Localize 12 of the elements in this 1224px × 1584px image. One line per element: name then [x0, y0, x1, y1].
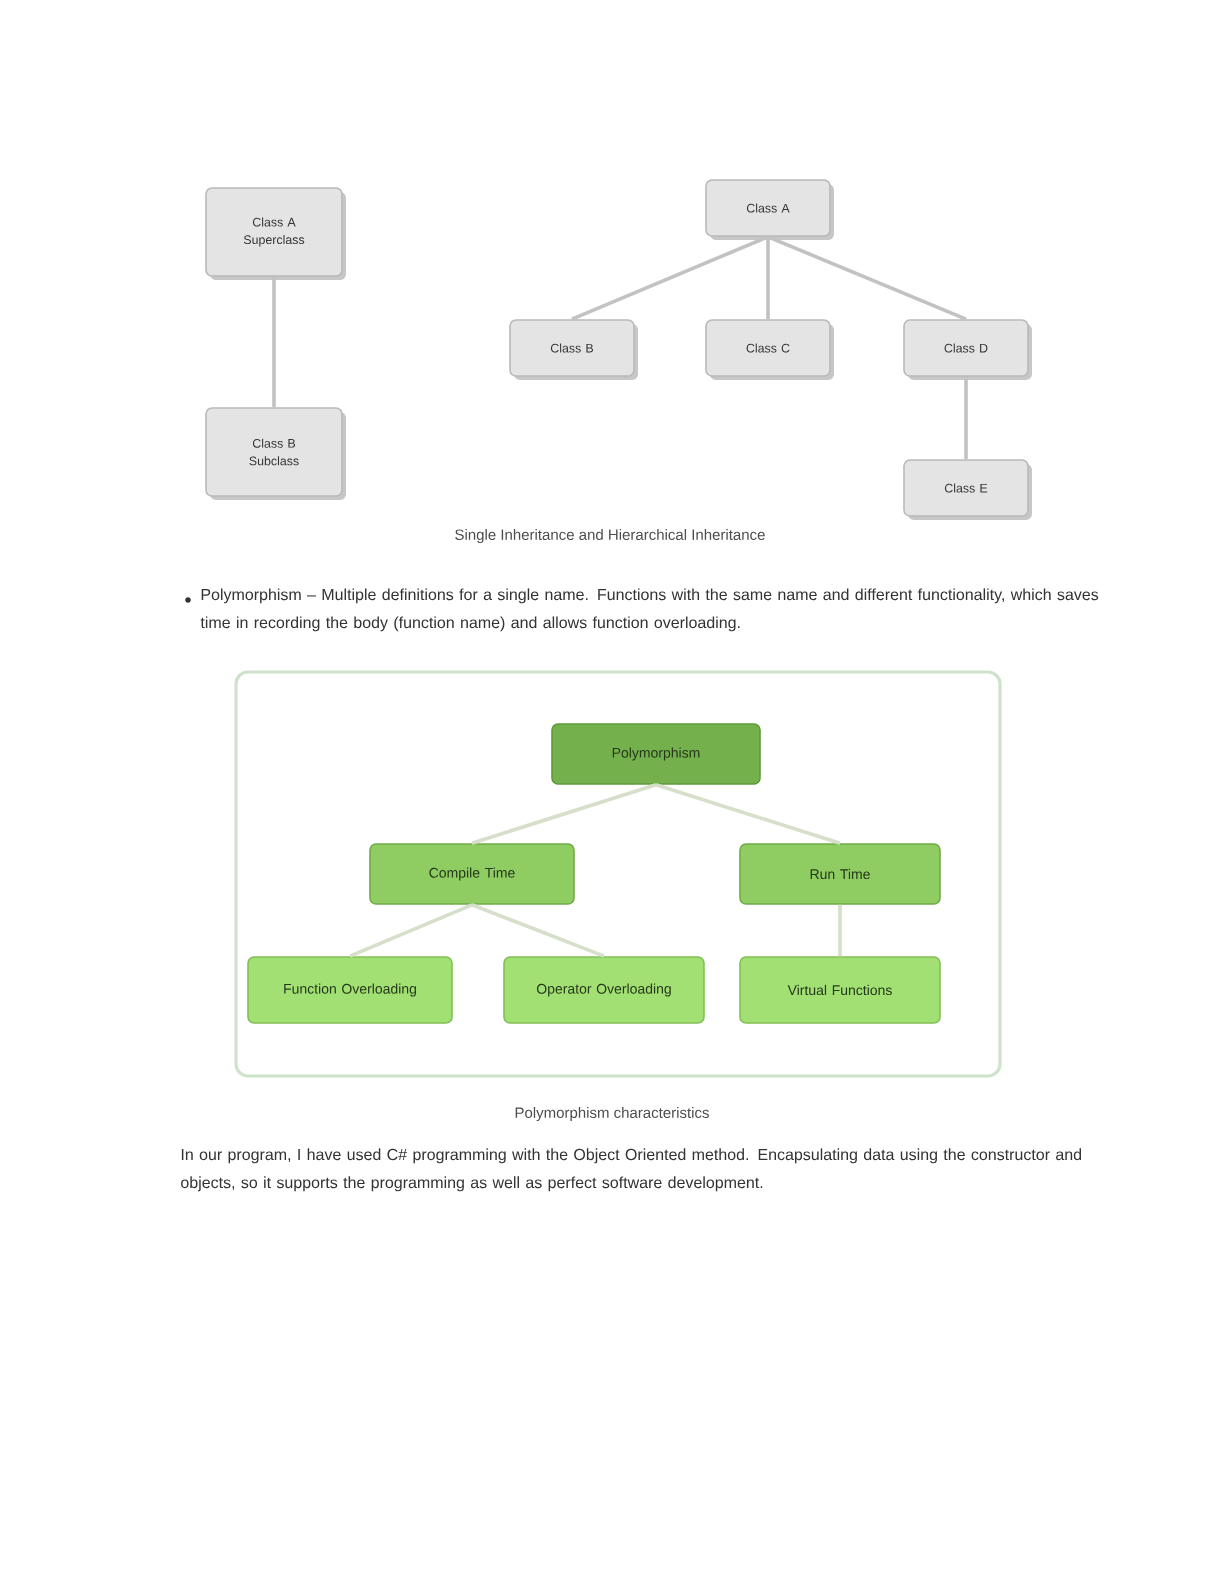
connector-line [767, 235, 967, 321]
connector-line [471, 783, 657, 845]
connector-line [655, 783, 841, 845]
connector-line [766, 236, 770, 320]
connector-line [349, 903, 473, 958]
paragraph: Polymorphism – Multiple definitions for a single name. Functions with the same name and different functionality, which saves time in recording the body (function name) and allows function overloading. [200, 588, 1099, 632]
connector-line [571, 235, 769, 321]
connector-line [838, 904, 842, 957]
connector-line [272, 276, 276, 408]
connector-line [471, 903, 605, 958]
connector-line [964, 376, 968, 460]
paragraph: In our program, I have used C# programming with the Object Oriented method. Encapsulating data using the constructor and objects, so it supports the programming as well as perfect software development. [181, 1148, 1082, 1192]
